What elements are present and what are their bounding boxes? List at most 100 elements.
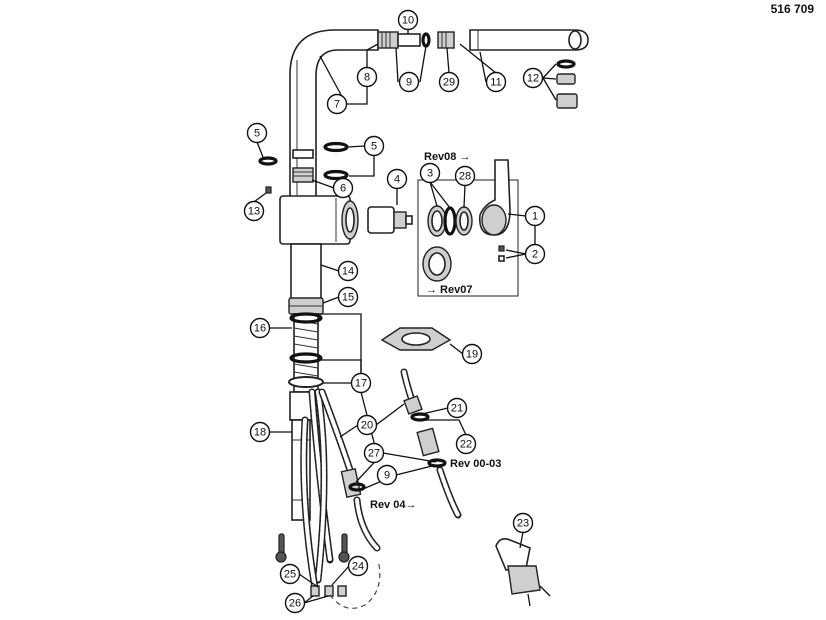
callout-label: 3 xyxy=(427,168,433,180)
sealing-ring-upper xyxy=(289,312,323,324)
base-plate xyxy=(380,327,452,351)
callout-c6: 6 xyxy=(332,177,354,199)
callout-c1: 1 xyxy=(524,205,546,227)
hose-loop xyxy=(329,559,381,609)
hose-o-ring xyxy=(348,482,366,492)
cold-water-icon xyxy=(338,533,350,563)
callout-label: 23 xyxy=(517,518,529,530)
callout-c5b: 5 xyxy=(363,135,385,157)
callout-c28: 28 xyxy=(454,165,476,187)
callout-circle xyxy=(512,512,534,534)
callout-circle xyxy=(363,135,385,157)
trim-ring xyxy=(455,206,473,236)
callout-label: 21 xyxy=(451,403,463,415)
callout-label: 1 xyxy=(532,211,538,223)
callout-c21: 21 xyxy=(446,397,468,419)
handle-plug xyxy=(498,255,505,262)
callout-c9a: 9 xyxy=(398,71,420,93)
callout-c27: 27 xyxy=(363,442,385,464)
callout-c9b: 9 xyxy=(376,464,398,486)
callout-label: 20 xyxy=(361,420,373,432)
o-ring-right-lower xyxy=(323,169,349,181)
revision-label-rev08: Rev08 → xyxy=(424,151,470,163)
callout-label: 14 xyxy=(342,266,354,278)
callout-c15: 15 xyxy=(337,286,359,308)
callout-label: 8 xyxy=(364,72,370,84)
document-number: 516 709 xyxy=(770,2,814,16)
callout-circle xyxy=(249,421,271,443)
cartridge xyxy=(367,206,413,234)
callout-c5a: 5 xyxy=(246,122,268,144)
callout-c24: 24 xyxy=(347,555,369,577)
callout-circle xyxy=(356,414,378,436)
callout-circle xyxy=(332,177,354,199)
spray-head xyxy=(469,29,589,51)
callout-label: 5 xyxy=(371,141,377,153)
callout-circle xyxy=(485,71,507,93)
callout-label: 12 xyxy=(527,73,539,85)
callout-circle xyxy=(249,317,271,339)
callout-circle xyxy=(522,67,544,89)
callout-c3: 3 xyxy=(419,162,441,184)
leader-lines xyxy=(253,29,557,604)
callout-c14: 14 xyxy=(337,260,359,282)
rev07-cap xyxy=(422,246,452,282)
callout-circle xyxy=(376,464,398,486)
callout-circle xyxy=(524,205,546,227)
set-screw xyxy=(265,186,272,194)
callout-circle xyxy=(356,66,378,88)
aerator-set xyxy=(556,59,578,109)
callout-c23: 23 xyxy=(512,512,534,534)
callout-circle xyxy=(397,9,419,31)
callout-c16: 16 xyxy=(249,317,271,339)
callout-c29: 29 xyxy=(438,71,460,93)
callout-label: 19 xyxy=(466,349,478,361)
callout-c2: 2 xyxy=(524,243,546,265)
callout-circle xyxy=(438,71,460,93)
callout-circle xyxy=(350,372,372,394)
callout-circle xyxy=(446,397,468,419)
callout-label: 9 xyxy=(384,470,390,482)
callout-label: 4 xyxy=(394,174,400,186)
callout-circle xyxy=(246,122,268,144)
o-ring-right xyxy=(323,141,349,153)
callout-c10: 10 xyxy=(397,9,419,31)
pull-out-hose xyxy=(318,388,381,552)
callout-label: 26 xyxy=(289,598,301,610)
callout-label: 28 xyxy=(459,171,471,183)
callout-c26: 26 xyxy=(284,592,306,614)
spout-base-rings xyxy=(292,149,314,183)
faucet-body xyxy=(279,195,359,245)
callout-circle xyxy=(386,168,408,190)
callout-circle xyxy=(347,555,369,577)
revision-label-rev07: → Rev07 xyxy=(426,284,472,296)
callout-c19: 19 xyxy=(461,343,483,365)
callout-c20: 20 xyxy=(356,414,378,436)
callout-label: 24 xyxy=(352,561,364,573)
callout-label: 29 xyxy=(443,77,455,89)
lower-shank xyxy=(288,243,324,315)
callout-circle xyxy=(524,243,546,265)
callout-circle xyxy=(454,165,476,187)
callout-circle xyxy=(326,93,348,115)
callout-label: 10 xyxy=(402,15,414,27)
callout-label: 17 xyxy=(355,378,367,390)
o-ring-left xyxy=(258,156,278,166)
callout-circle xyxy=(398,71,420,93)
callout-label: 15 xyxy=(342,292,354,304)
callout-label: 16 xyxy=(254,323,266,335)
callout-c22: 22 xyxy=(455,433,477,455)
spout-connector xyxy=(377,31,455,49)
callout-c11: 11 xyxy=(485,71,507,93)
callout-c8: 8 xyxy=(356,66,378,88)
callout-circle xyxy=(243,200,265,222)
callout-circle xyxy=(461,343,483,365)
callout-label: 27 xyxy=(368,448,380,460)
callout-circle xyxy=(279,563,301,585)
callout-label: 6 xyxy=(340,183,346,195)
callout-c4: 4 xyxy=(386,168,408,190)
callout-c12: 12 xyxy=(522,67,544,89)
callout-circle xyxy=(337,260,359,282)
